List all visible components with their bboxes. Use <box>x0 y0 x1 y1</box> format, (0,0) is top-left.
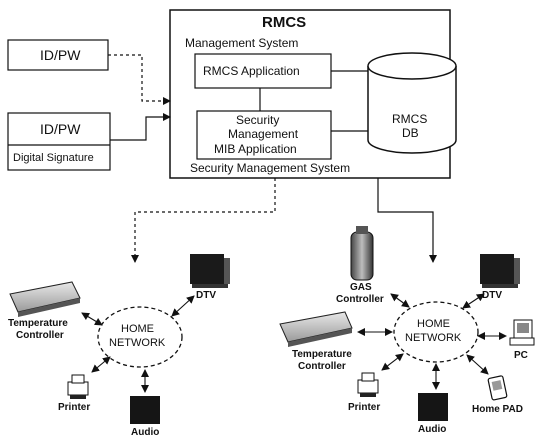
security-app-line2: Management <box>228 127 299 141</box>
right-audio-label: Audio <box>418 424 447 435</box>
rmcs-to-right-network-solid <box>377 178 437 263</box>
idpw-label-bottom: ID/PW <box>40 121 81 137</box>
right-printer-label: Printer <box>348 402 381 413</box>
idpw-dashed-arrow <box>108 54 171 105</box>
right-dtv-label: DTV <box>482 290 502 301</box>
rmcs-to-left-network-dashed <box>131 178 276 263</box>
left-home-network-ellipse <box>97 306 183 368</box>
right-temperature-label-line2: Controller <box>298 361 346 372</box>
rmcs-db-label-line2: DB <box>402 126 419 140</box>
left-network-label-line2: NETWORK <box>109 337 166 349</box>
signature-solid-arrow <box>110 113 171 141</box>
pc-label: PC <box>514 350 528 361</box>
right-network-label-line1: HOME <box>417 318 450 330</box>
left-temperature-label-line2: Controller <box>16 330 64 341</box>
right-temperature-label-line1: Temperature <box>292 349 352 360</box>
security-mib-application-box <box>196 110 332 160</box>
left-temperature-controller-icon <box>9 281 81 317</box>
rmcs-application-box <box>194 53 332 89</box>
gas-label-line1: GAS <box>350 282 372 293</box>
left-printer-label: Printer <box>58 402 91 413</box>
right-printer-icon <box>357 372 379 397</box>
rmcs-db-cylinder <box>367 52 457 154</box>
gas-controller-icon <box>350 226 374 281</box>
left-dtv-icon <box>190 254 230 288</box>
right-dtv-icon <box>480 254 520 288</box>
left-dtv-label: DTV <box>196 290 216 301</box>
home-pad-icon <box>487 375 508 401</box>
management-system-label: Management System <box>185 36 299 50</box>
rmcs-db-label-line1: RMCS <box>392 112 428 126</box>
idpw-label-top: ID/PW <box>40 47 81 63</box>
left-audio-icon <box>130 396 160 424</box>
right-temperature-controller-icon <box>279 311 353 347</box>
digital-signature-label: Digital Signature <box>13 152 94 164</box>
rmcs-title: RMCS <box>262 14 307 31</box>
security-app-line1: Security <box>236 113 280 127</box>
left-temperature-label-line1: Temperature <box>8 318 68 329</box>
left-network-label-line1: HOME <box>121 323 154 335</box>
left-printer-icon <box>67 374 89 399</box>
security-management-system-label: Security Management System <box>190 161 351 175</box>
right-audio-icon <box>418 393 448 421</box>
idpw-client-box-top <box>7 39 109 71</box>
rmcs-application-label: RMCS Application <box>203 64 300 78</box>
left-audio-label: Audio <box>131 427 160 438</box>
security-app-line3: MIB Application <box>214 142 297 156</box>
gas-label-line2: Controller <box>336 294 384 305</box>
signature-client-box <box>7 112 111 171</box>
home-pad-label: Home PAD <box>472 404 523 415</box>
right-network-label-line2: NETWORK <box>405 332 462 344</box>
pc-icon <box>509 319 535 346</box>
